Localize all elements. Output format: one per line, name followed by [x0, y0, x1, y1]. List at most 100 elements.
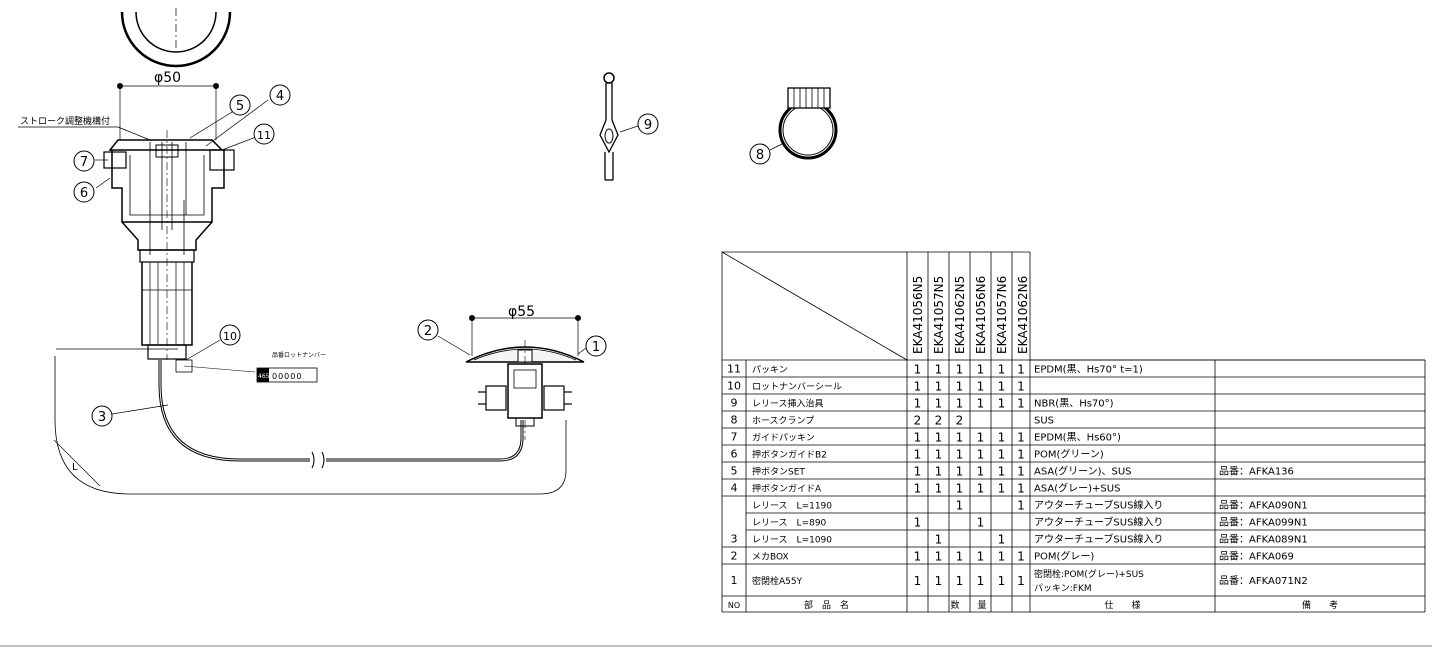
row-no-4: 4: [731, 482, 738, 495]
callout-7: 7: [73, 150, 95, 172]
lot-header-part: 品番: [272, 352, 284, 359]
part-name: 押ボタンSET: [752, 466, 805, 478]
spec-cell: NBR(黒、Hs70°): [1034, 398, 1114, 410]
part-name: レリース L=1190: [752, 502, 832, 512]
stroke-adjust-note: ストローク調整機構付: [20, 115, 110, 127]
remark-cell: 品番：AFKA071N2: [1219, 575, 1308, 587]
qty-cell: 1: [935, 482, 943, 496]
qty-cell: 1: [935, 380, 943, 394]
row-no-5: 5: [731, 465, 738, 478]
footer-spec: 仕 様: [1104, 599, 1140, 611]
remark-cell: 品番：AFKA069: [1219, 551, 1294, 563]
lot-value: 00000: [272, 372, 302, 381]
svg-text:7: 7: [80, 155, 88, 170]
qty-cell: 1: [935, 448, 943, 462]
qty-cell: 1: [977, 482, 985, 496]
row-no-10: 10: [727, 380, 741, 393]
callouts: 4 5 11 7 6 10 3 2 1 9 8: [73, 84, 771, 427]
dim-phi55: φ55: [508, 304, 535, 320]
parts-table: [721, 251, 1426, 613]
spec-cell: パッキン:FKM: [1034, 583, 1092, 594]
qty-cell: 1: [998, 380, 1006, 394]
qty-cell: 1: [1017, 380, 1025, 394]
qty-cell: 2: [914, 414, 922, 428]
callout-5: 5: [229, 94, 251, 116]
length-label: L: [72, 462, 78, 473]
qty-cell: 1: [956, 397, 964, 411]
release-insertion-jig: [599, 72, 639, 181]
remark-cell: 品番：AFKA090N1: [1219, 500, 1308, 512]
lot-header-lot: ロットナンバー: [284, 352, 326, 359]
qty-cell: 1: [977, 431, 985, 445]
qty-cell: 1: [998, 465, 1006, 479]
qty-cell: 1: [914, 380, 922, 394]
svg-text:1: 1: [592, 340, 600, 355]
model-eka41062n5: EKA41062N5: [953, 276, 967, 354]
svg-text:11: 11: [257, 129, 271, 142]
spec-cell: SUS: [1034, 416, 1054, 427]
model-eka41057n6: EKA41057N6: [995, 276, 1009, 354]
qty-cell: 1: [1017, 574, 1025, 588]
qty-cell: 1: [998, 533, 1006, 547]
footer-remarks: 備 考: [1302, 599, 1338, 611]
part-name: メカBOX: [752, 552, 789, 563]
qty-cell: 1: [956, 550, 964, 564]
qty-cell: 1: [977, 397, 985, 411]
remark-cell: 品番：AFKA136: [1219, 466, 1294, 478]
qty-cell: 1: [935, 533, 943, 547]
spec-cell: EPDM(黒、Hs60°): [1034, 432, 1121, 444]
spec-cell: EPDM(黒、Hs70° t=1): [1034, 364, 1143, 376]
lot-prefix: 4656: [258, 373, 273, 380]
footer-qty: 数 量: [950, 599, 986, 611]
callout-3: 3: [91, 405, 113, 427]
callout-11: 11: [253, 123, 275, 145]
qty-cell: 1: [1017, 448, 1025, 462]
qty-cell: 1: [1017, 465, 1025, 479]
row-no-8: 8: [731, 414, 738, 427]
remark-cell: 品番：AFKA099N1: [1219, 517, 1308, 529]
qty-cell: 1: [956, 380, 964, 394]
spec-cell: POM(グレー): [1034, 550, 1094, 563]
qty-cell: 1: [956, 482, 964, 496]
qty-cell: 1: [1017, 550, 1025, 564]
part-name: ホースクランプ: [752, 416, 814, 427]
qty-cell: 1: [1017, 363, 1025, 377]
part-name: 押ボタンガイドA: [752, 483, 822, 495]
lot-number-seal: 品番 ロットナンバー 4656 00000: [256, 352, 326, 383]
model-eka41056n5: EKA41056N5: [911, 276, 925, 354]
qty-cell: 1: [956, 499, 964, 513]
qty-cell: 1: [956, 465, 964, 479]
qty-cell: 1: [935, 550, 943, 564]
spec-cell: アウターチューブSUS線入り: [1034, 516, 1163, 529]
qty-cell: 1: [935, 465, 943, 479]
svg-text:9: 9: [644, 118, 652, 133]
qty-cell: 1: [935, 574, 943, 588]
qty-cell: 1: [998, 363, 1006, 377]
qty-cell: 1: [956, 431, 964, 445]
qty-cell: 1: [914, 397, 922, 411]
callout-1: 1: [585, 335, 607, 357]
qty-cell: 1: [914, 574, 922, 588]
spec-cell: アウターチューブSUS線入り: [1034, 533, 1163, 546]
footer-part-name: 部 品 名: [804, 599, 849, 611]
qty-cell: 1: [977, 465, 985, 479]
qty-cell: 1: [998, 482, 1006, 496]
part-name: 押ボタンガイドB2: [752, 449, 827, 461]
remark-cell: 品番：AFKA089N1: [1219, 534, 1308, 546]
qty-cell: 1: [977, 448, 985, 462]
callout-9: 9: [637, 113, 659, 135]
part-name: ロットナンバーシール: [752, 382, 842, 393]
row-no-6: 6: [731, 448, 738, 461]
qty-cell: 1: [998, 574, 1006, 588]
spec-cell: アウターチューブSUS線入り: [1034, 499, 1163, 512]
callout-2: 2: [417, 319, 439, 341]
spec-cell: POM(グリーン): [1034, 448, 1104, 461]
part-name: レリース L=890: [752, 519, 827, 529]
qty-cell: 1: [977, 363, 985, 377]
part-name: パッキン: [752, 365, 788, 376]
model-eka41056n6: EKA41056N6: [974, 276, 988, 354]
qty-cell: 1: [977, 380, 985, 394]
qty-cell: 1: [998, 550, 1006, 564]
